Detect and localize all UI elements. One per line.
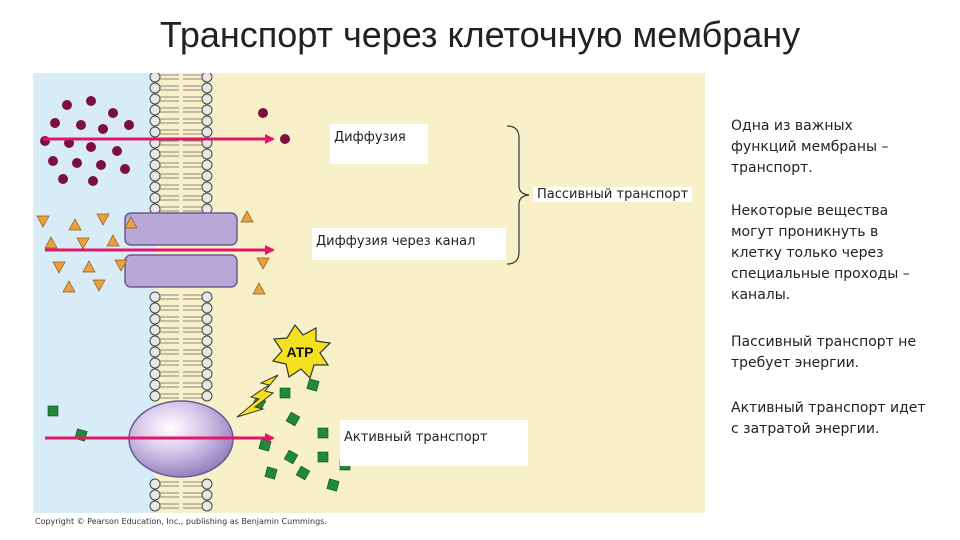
page-title: Транспорт через клеточную мембрану xyxy=(159,14,801,55)
side-text-3: Пассивный транспорт не требует энергии. xyxy=(731,334,917,371)
channel-protein xyxy=(124,212,238,288)
copyright-note: Copyright © Pearson Education, Inc., pub… xyxy=(35,517,327,526)
channel-ions xyxy=(36,210,270,295)
diffusion-label: Диффузия xyxy=(330,124,428,164)
side-text-1: Одна из важных функций мембраны – трансп… xyxy=(731,118,889,176)
side-text-2: Некоторые вещества могут проникнуть в кл… xyxy=(731,203,910,303)
channel-diffusion-label: Диффузия через канал xyxy=(312,228,506,260)
atp-burst: ATP xyxy=(271,323,332,380)
atp-label: ATP xyxy=(287,344,314,360)
energy-bolt xyxy=(236,374,279,418)
membrane-diagram: ATP xyxy=(33,73,705,513)
lipid-bilayer xyxy=(149,73,213,512)
diffusing-molecules xyxy=(40,96,290,186)
active-transport-label: Активный транспорт xyxy=(340,420,528,466)
side-text-4: Активный транспорт идет с затратой энерг… xyxy=(731,400,926,437)
passive-transport-label: Пассивный транспорт xyxy=(533,187,693,202)
passive-bracket xyxy=(506,125,530,265)
